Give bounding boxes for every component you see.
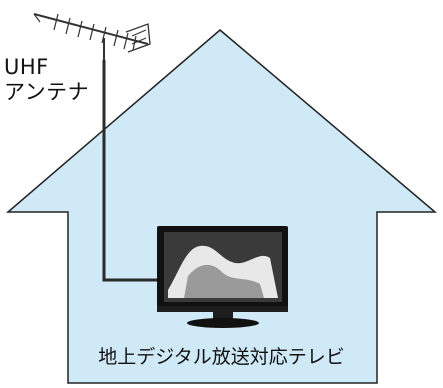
antenna-label-line2: アンテナ — [4, 80, 90, 104]
tv-label: 地上デジタル放送対応テレビ — [98, 346, 345, 368]
house-outline — [5, 29, 438, 384]
antenna-cable — [102, 60, 158, 282]
uhf-antenna-icon — [33, 13, 151, 60]
flat-tv-icon — [157, 226, 288, 328]
antenna-label-line1: UHF — [4, 55, 49, 79]
